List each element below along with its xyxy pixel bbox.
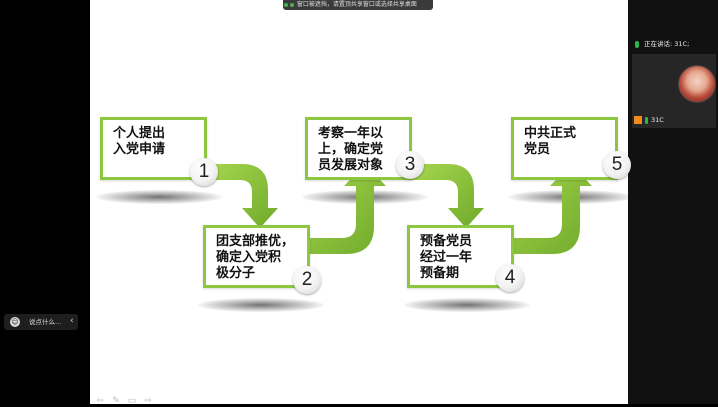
share-warning-text: 窗口被遮挡，请置顶共享窗口或选择共享桌面	[296, 1, 417, 8]
pen-icon[interactable]: ✎	[112, 396, 120, 406]
box-shadow	[96, 190, 222, 204]
step-text-4: 预备党员 经过一年 预备期	[420, 234, 473, 281]
step-number-1: 1	[190, 158, 218, 186]
process-arrows	[206, 164, 592, 254]
video-tile-label: 31C	[632, 114, 716, 126]
arrow-left-icon[interactable]: ⇦	[96, 396, 104, 406]
microphone-icon	[645, 116, 648, 124]
step-box-2: 团支部推优， 确定入党积 极分子	[203, 225, 310, 288]
arrow-2-to-3	[302, 164, 386, 254]
step-number-2: 2	[293, 266, 321, 294]
microphone-icon	[635, 40, 639, 48]
arrow-1-to-2	[206, 164, 278, 228]
box-shadow	[404, 298, 530, 312]
step-number-3: 3	[396, 151, 424, 179]
step-number-4: 4	[496, 264, 524, 292]
chat-input[interactable]: ☺ 说点什么... ‹	[4, 314, 78, 330]
step-text-5: 中共正式 党员	[524, 126, 577, 157]
step-box-5: 中共正式 党员	[511, 117, 618, 180]
share-warning-banner[interactable]: 窗口被遮挡，请置顶共享窗口或选择共享桌面	[283, 0, 433, 10]
speaking-indicator: 正在讲话: 31C;	[632, 38, 716, 50]
chevron-left-icon[interactable]: ‹	[70, 316, 74, 326]
user-icon	[634, 116, 642, 124]
arrow-4-to-5	[508, 164, 592, 254]
participant-name: 31C	[651, 116, 664, 124]
status-dot-icon	[290, 2, 294, 7]
chat-placeholder: 说点什么...	[29, 318, 62, 326]
slides-icon[interactable]: ▭	[127, 396, 137, 406]
emoji-icon[interactable]: ☺	[10, 317, 20, 327]
slide-toolbar: ⇦ ✎ ▭ ⇨	[94, 388, 164, 406]
step-text-3: 考察一年以 上，确定党 员发展对象	[318, 126, 384, 173]
step-text-1: 个人提出 入党申请	[113, 126, 166, 157]
step-number-5: 5	[603, 151, 631, 179]
left-panel	[0, 0, 90, 404]
box-shadow	[198, 298, 324, 312]
arrow-right-icon[interactable]: ⇨	[144, 396, 152, 406]
speaking-label: 正在讲话: 31C;	[644, 40, 690, 48]
step-box-3: 考察一年以 上，确定党 员发展对象	[305, 117, 412, 180]
arrow-3-to-4	[412, 164, 484, 228]
avatar	[678, 65, 716, 103]
step-text-2: 团支部推优， 确定入党积 极分子	[216, 234, 295, 281]
status-dot-icon	[284, 2, 288, 7]
step-box-1: 个人提出 入党申请	[100, 117, 207, 180]
